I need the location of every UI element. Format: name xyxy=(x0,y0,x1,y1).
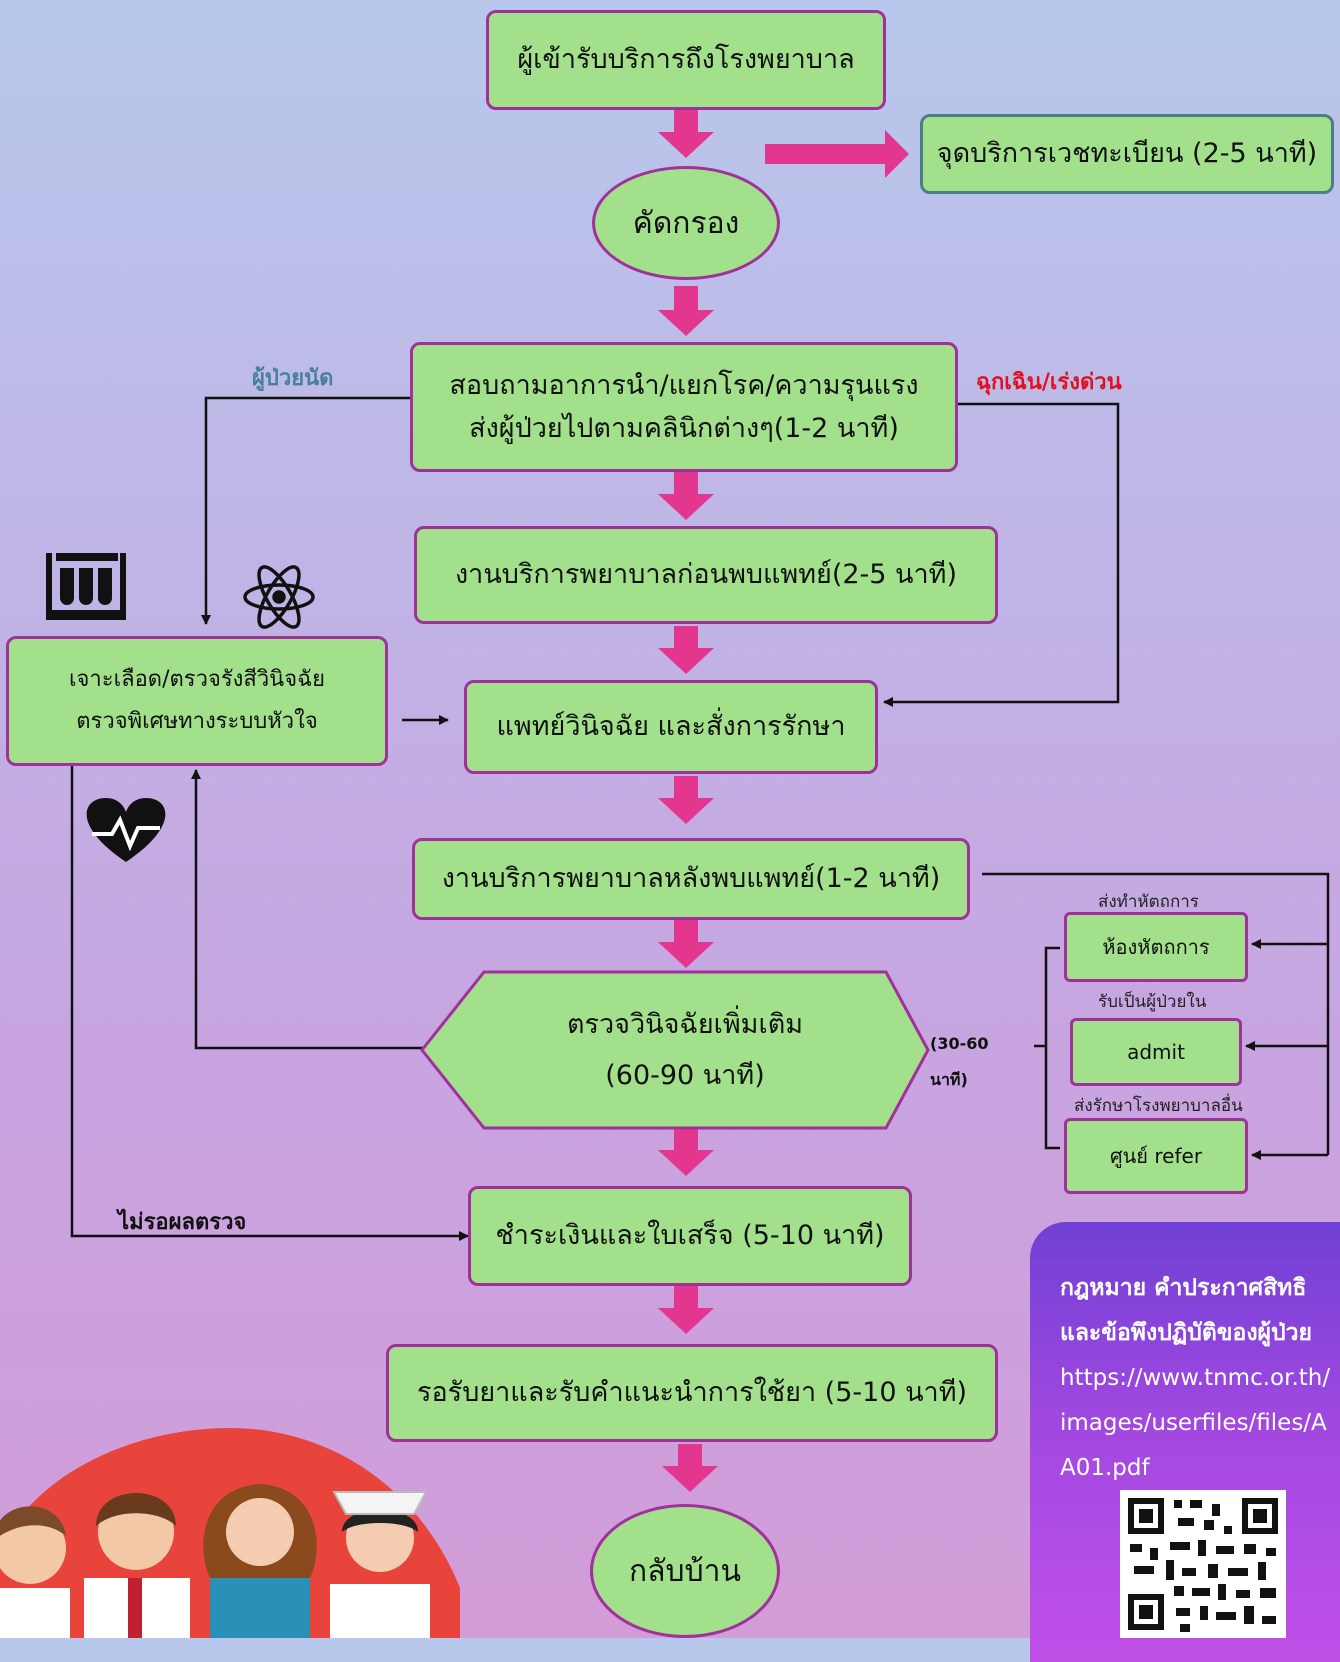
surgery-caption: ส่งทำหัตถการ xyxy=(1098,892,1199,912)
arrow-down xyxy=(662,1444,718,1492)
payment-box: ชำระเงินและใบเสร็จ (5-10 นาที) xyxy=(468,1186,912,1286)
side-branch-bracket xyxy=(1034,946,1060,1150)
arrow-down xyxy=(658,1128,714,1176)
arrow-down xyxy=(658,920,714,968)
duration-label-line1: (30-60 xyxy=(930,1034,989,1053)
screening-text: คัดกรอง xyxy=(632,205,740,241)
arrive-box: ผู้เข้ารับบริการถึงโรงพยาบาล xyxy=(486,10,886,110)
refer-box: ศูนย์ refer xyxy=(1064,1118,1248,1194)
staff-person-2 xyxy=(84,1493,190,1638)
arrow-down xyxy=(658,286,714,336)
staff-person-1 xyxy=(0,1506,70,1638)
screening-oval: คัดกรอง xyxy=(592,166,780,280)
info-line2: และข้อพึงปฏิบัติของผู้ป่วย xyxy=(1060,1320,1313,1346)
diagnosis-box: แพทย์วินิจฉัย และสั่งการรักษา xyxy=(464,680,878,774)
emergency-label: ฉุกเฉิน/เร่งด่วน xyxy=(976,370,1122,395)
qr-code-icon[interactable] xyxy=(1120,1490,1286,1638)
arrow-down xyxy=(658,1286,714,1334)
extra-diagnosis-hexagon xyxy=(420,970,930,1130)
home-oval: กลับบ้าน xyxy=(590,1504,780,1638)
registration-box: จุดบริการเวชทะเบียน (2-5 นาที) xyxy=(920,114,1334,194)
appointment-connector xyxy=(201,396,412,625)
arrow-down xyxy=(658,776,714,824)
arrow-down xyxy=(658,626,714,674)
extra-line1: ตรวจวินิจฉัยเพิ่มเติม xyxy=(566,1008,804,1040)
inquiry-line2: ส่งผู้ป่วยไปตามคลินิกต่างๆ(1-2 นาที) xyxy=(469,413,899,444)
diagnosis-text: แพทย์วินิจฉัย และสั่งการรักษา xyxy=(496,711,846,743)
test-tubes-icon xyxy=(46,553,126,620)
pre-doctor-box: งานบริการพยาบาลก่อนพบแพทย์(2-5 นาที) xyxy=(414,526,998,624)
surgery-box-text: ห้องหัตถการ xyxy=(1102,935,1210,959)
extra-to-lab-connector xyxy=(191,769,424,1050)
flow-arrows xyxy=(658,110,909,1492)
lab-box: เจาะเลือด/ตรวจรังสีวินิจฉัย ตรวจพิเศษทาง… xyxy=(6,636,388,766)
emergency-connector xyxy=(883,402,1120,707)
extra-diagnosis-text: ตรวจวินิจฉัยเพิ่มเติม (60-90 นาที) xyxy=(440,970,930,1130)
post-doctor-box: งานบริการพยาบาลหลังพบแพทย์(1-2 นาที) xyxy=(412,838,970,920)
info-url-line1[interactable]: https://www.tnmc.or.th/ xyxy=(1060,1365,1331,1391)
atom-icon xyxy=(243,565,315,629)
admit-caption: รับเป็นผู้ป่วยใน xyxy=(1098,992,1207,1012)
arrow-down xyxy=(658,472,714,520)
pre-doctor-text: งานบริการพยาบาลก่อนพบแพทย์(2-5 นาที) xyxy=(454,559,958,591)
post-doctor-text: งานบริการพยาบาลหลังพบแพทย์(1-2 นาที) xyxy=(441,863,941,895)
surgery-box: ห้องหัตถการ xyxy=(1064,912,1248,982)
staff-person-3 xyxy=(203,1484,317,1638)
home-text: กลับบ้าน xyxy=(629,1553,741,1589)
medical-staff-illustration xyxy=(0,1428,460,1638)
side-branch-trunk xyxy=(982,872,1330,1155)
no-wait-label: ไม่รอผลตรวจ xyxy=(118,1210,247,1235)
registration-text: จุดบริการเวชทะเบียน (2-5 นาที) xyxy=(936,138,1318,170)
inquiry-box: สอบถามอาการนำ/แยกโรค/ความรุนแรง ส่งผู้ป่… xyxy=(410,342,958,472)
lab-line1: เจาะเลือด/ตรวจรังสีวินิจฉัย xyxy=(69,667,325,693)
pharmacy-text: รอรับยาและรับคำแนะนำการใช้ยา (5-10 นาที) xyxy=(416,1377,968,1409)
info-line1: กฎหมาย คำประกาศสิทธิ xyxy=(1060,1275,1307,1301)
no-wait-connector xyxy=(70,762,469,1241)
refer-box-text: ศูนย์ refer xyxy=(1109,1144,1203,1168)
staff-person-4 xyxy=(330,1491,430,1638)
payment-text: ชำระเงินและใบเสร็จ (5-10 นาที) xyxy=(495,1220,885,1252)
admit-box-text: admit xyxy=(1127,1040,1185,1064)
extra-line2: (60-90 นาที) xyxy=(605,1060,765,1091)
pharmacy-box: รอรับยาและรับคำแนะนำการใช้ยา (5-10 นาที) xyxy=(386,1344,998,1442)
arrive-text: ผู้เข้ารับบริการถึงโรงพยาบาล xyxy=(517,44,855,76)
heart-pulse-icon xyxy=(86,798,166,862)
info-url-line2[interactable]: images/userfiles/files/A xyxy=(1060,1410,1327,1436)
admit-box: admit xyxy=(1070,1018,1242,1086)
info-url-line3[interactable]: A01.pdf xyxy=(1060,1455,1150,1481)
arrow-down xyxy=(658,110,714,158)
arrow-right xyxy=(765,130,909,178)
appointment-label: ผู้ป่วยนัด xyxy=(252,366,334,391)
lab-line2: ตรวจพิเศษทางระบบหัวใจ xyxy=(76,709,318,734)
inquiry-line1: สอบถามอาการนำ/แยกโรค/ความรุนแรง xyxy=(449,369,919,401)
refer-caption: ส่งรักษาโรงพยาบาลอื่น xyxy=(1074,1096,1243,1116)
duration-label-line2: นาที) xyxy=(930,1070,968,1089)
